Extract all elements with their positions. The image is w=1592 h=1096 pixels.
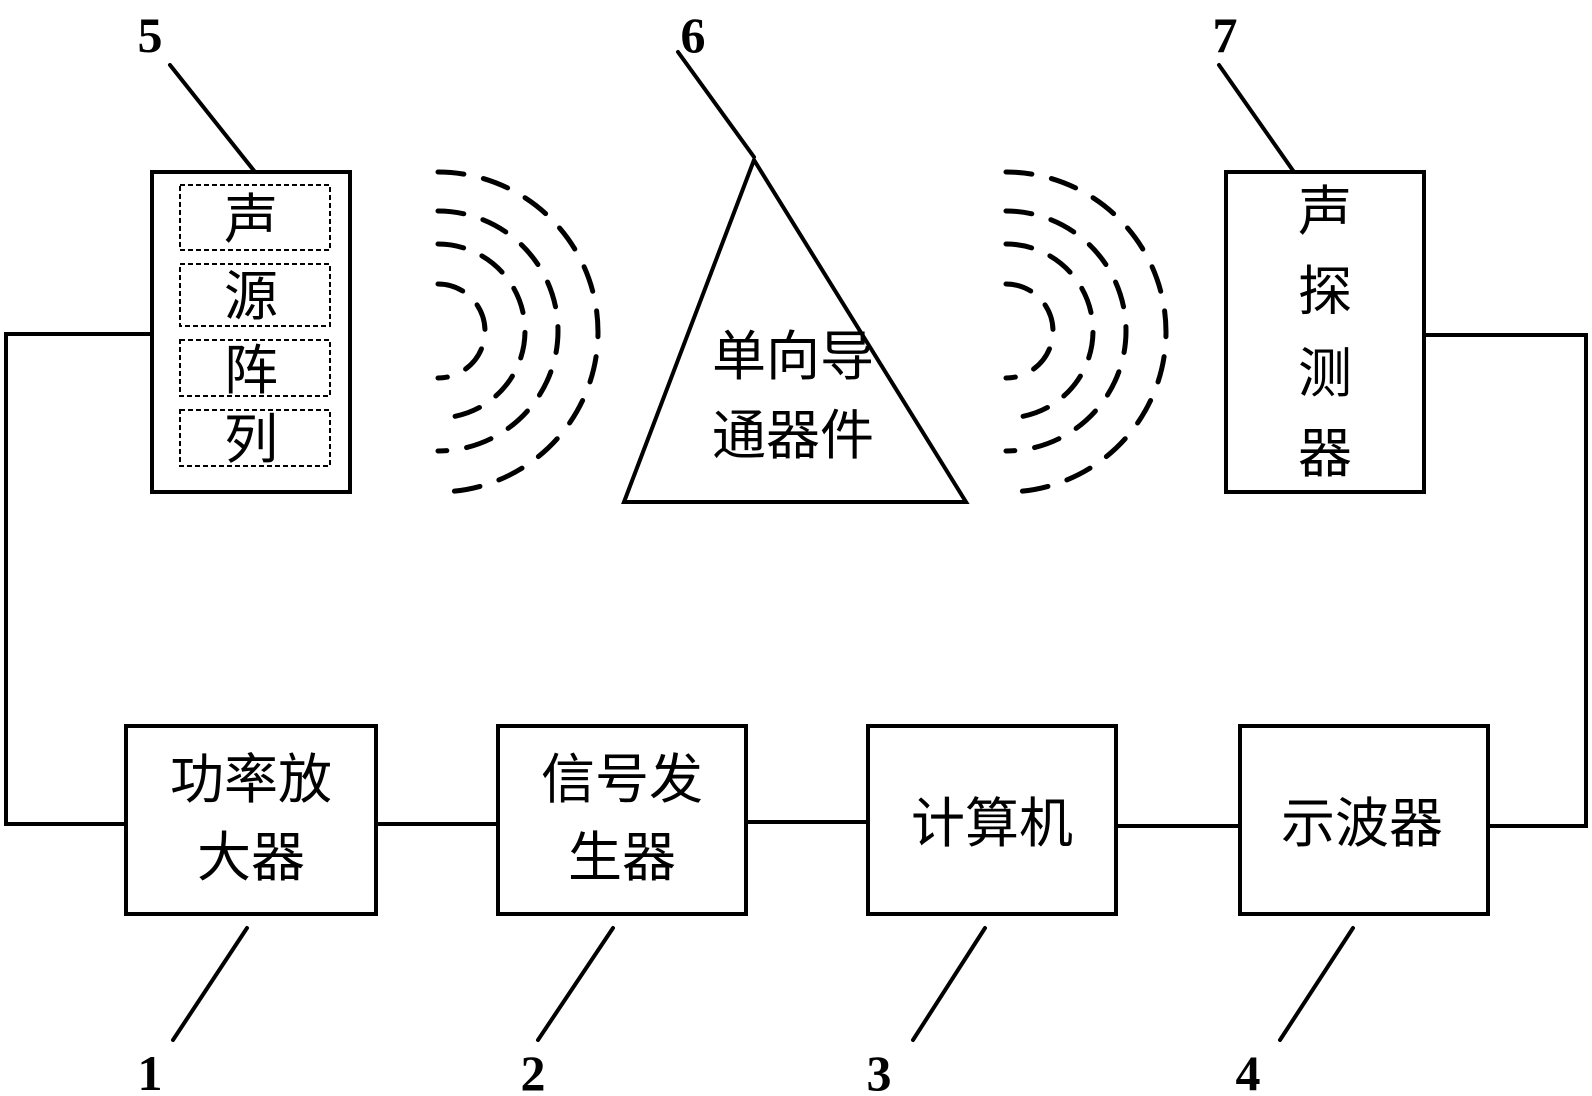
reference-number-7: 7: [1213, 7, 1238, 63]
signal-generator-box: [496, 724, 748, 916]
sound-wave-icon: [1003, 169, 1169, 495]
wave-arc: [1003, 169, 1169, 495]
reference-number-2: 2: [521, 1045, 546, 1096]
oscilloscope-label: 示波器: [1281, 792, 1443, 855]
one-way-conduction-device-label: 单向导: [712, 325, 874, 388]
acoustic-detector-char: 探: [1298, 260, 1352, 323]
wave-arc: [1003, 208, 1129, 454]
array-element-3: [179, 339, 331, 397]
sound-source-array-char: 源: [224, 265, 278, 328]
array-element-4: [179, 409, 331, 467]
sound-source-array-char: 列: [224, 408, 278, 471]
leader-line-1: [171, 926, 249, 1042]
connection-wires: [4, 332, 1588, 828]
reference-number-6: 6: [681, 7, 706, 63]
computer-box: [866, 724, 1118, 916]
leader-line-3: [911, 926, 987, 1042]
wave-arc: [1003, 241, 1096, 421]
wire-sound-array-to-amplifier: [4, 332, 152, 826]
leader-line-6: [676, 50, 756, 159]
wave-arc: [435, 281, 488, 381]
wave-arc: [435, 241, 528, 421]
leader-line-4: [1278, 926, 1355, 1042]
signal-generator-label: 信号发: [541, 748, 703, 811]
acoustic-detector-box: [1224, 170, 1426, 494]
computer-label: 计算机: [911, 792, 1073, 855]
sound-wave-icon: [435, 169, 601, 495]
reference-numbers: 5 6 7 1 2 3 4: [138, 7, 1261, 1096]
reference-number-5: 5: [138, 7, 163, 63]
acoustic-detector-char: 器: [1298, 422, 1352, 485]
sound-source-array-char: 阵: [224, 339, 278, 402]
sound-source-array: 声 源 阵 列: [150, 170, 352, 494]
leader-line-2: [536, 926, 615, 1042]
array-element-2: [179, 263, 331, 327]
one-way-conduction-device-label: 通器件: [712, 404, 874, 467]
wave-arc: [435, 208, 561, 454]
oscilloscope: 示波器: [1238, 724, 1490, 916]
one-way-conduction-device: 单向导 通器件: [621, 155, 970, 504]
wire-oscilloscope-to-detector: [1424, 333, 1588, 828]
reference-number-4: 4: [1236, 1045, 1261, 1096]
leader-lines: [168, 50, 1355, 1042]
reference-number-1: 1: [138, 1045, 163, 1096]
acoustic-detector: 声 探 测 器: [1224, 170, 1426, 494]
wave-arc: [435, 169, 601, 495]
power-amplifier: 功率放 大器: [124, 724, 378, 916]
acoustic-detector-char: 测: [1298, 342, 1352, 405]
one-way-conduction-device-triangle: [621, 155, 970, 504]
array-element-1: [179, 184, 331, 251]
sound-source-array-char: 声: [224, 188, 278, 251]
wave-arc: [1003, 281, 1056, 381]
reference-number-3: 3: [867, 1045, 892, 1096]
sound-source-array-box: [150, 170, 352, 494]
power-amplifier-label: 功率放: [170, 748, 332, 811]
acoustic-detector-char: 声: [1298, 180, 1352, 243]
signal-generator-label: 生器: [568, 826, 676, 889]
power-amplifier-box: [124, 724, 378, 916]
computer: 计算机: [866, 724, 1118, 916]
oscilloscope-box: [1238, 724, 1490, 916]
signal-generator: 信号发 生器: [496, 724, 748, 916]
leader-line-5: [168, 63, 257, 174]
leader-line-7: [1217, 63, 1296, 174]
power-amplifier-label: 大器: [197, 826, 305, 889]
